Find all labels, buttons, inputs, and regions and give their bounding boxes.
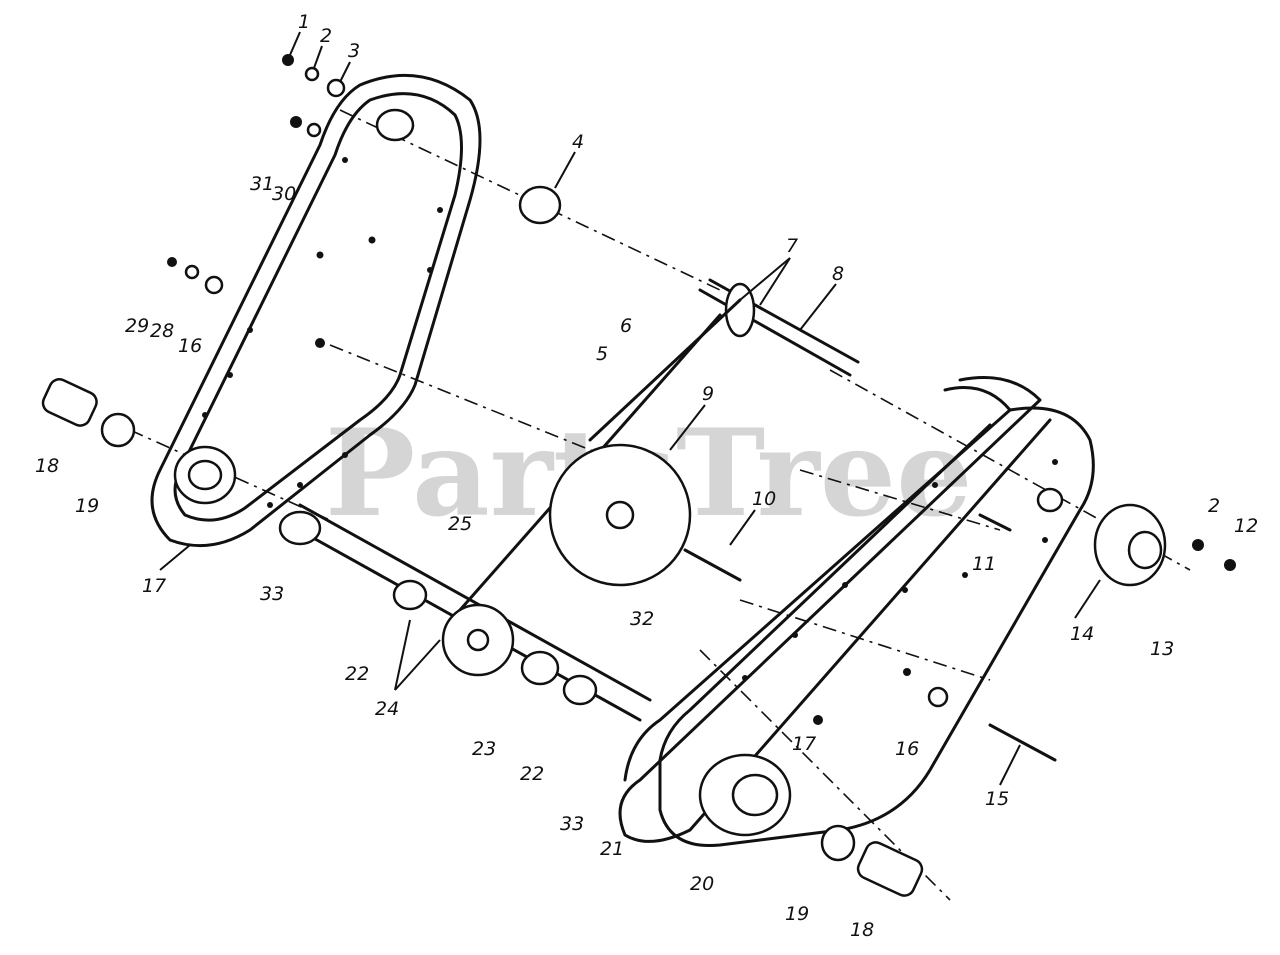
callout-16-right: 16 xyxy=(895,738,919,760)
callout-33-right: 33 xyxy=(560,813,584,835)
callout-18-right: 18 xyxy=(850,919,874,941)
callout-21: 21 xyxy=(600,838,624,860)
callout-2-right: 2 xyxy=(1208,495,1220,517)
callout-19-left: 19 xyxy=(75,495,99,517)
callout-15: 15 xyxy=(985,788,1009,810)
callout-14: 14 xyxy=(1070,623,1094,645)
large-sprocket xyxy=(548,443,692,587)
left-spacer-and-spring xyxy=(41,378,136,448)
callout-5: 5 xyxy=(596,343,608,365)
callout-8: 8 xyxy=(832,263,844,285)
callout-7: 7 xyxy=(786,235,798,257)
callout-9: 9 xyxy=(702,383,714,405)
callout-32: 32 xyxy=(630,608,654,630)
callout-10: 10 xyxy=(752,488,776,510)
callout-23: 23 xyxy=(472,738,496,760)
callout-17-right: 17 xyxy=(792,733,816,755)
callout-11: 11 xyxy=(972,553,996,575)
callout-17-left: 17 xyxy=(142,575,166,597)
callout-22-left: 22 xyxy=(345,663,369,685)
small-sprocket xyxy=(441,603,515,677)
callout-28: 28 xyxy=(150,320,174,342)
callout-20: 20 xyxy=(690,873,714,895)
left-chain-case xyxy=(150,73,482,548)
callout-31: 31 xyxy=(250,173,274,195)
callout-labels: 1 2 3 4 5 6 7 8 9 10 11 12 2 13 14 15 16… xyxy=(35,11,1258,941)
callout-22-right: 22 xyxy=(520,763,544,785)
callout-3: 3 xyxy=(348,40,360,62)
callout-2: 2 xyxy=(320,25,332,47)
leader-lines xyxy=(159,31,1101,786)
callout-33-left: 33 xyxy=(260,583,284,605)
callout-4: 4 xyxy=(572,131,584,153)
callout-25: 25 xyxy=(448,513,472,535)
right-chain-case xyxy=(618,376,1095,848)
callout-16-left: 16 xyxy=(178,335,202,357)
callout-13: 13 xyxy=(1150,638,1174,660)
callout-19-right: 19 xyxy=(785,903,809,925)
callout-24: 24 xyxy=(375,698,399,720)
right-spacer-and-spring xyxy=(820,824,924,897)
hardware xyxy=(167,54,1236,762)
callout-29: 29 xyxy=(125,315,149,337)
callout-1: 1 xyxy=(298,11,310,33)
callout-18-left: 18 xyxy=(35,455,59,477)
bearing-4 xyxy=(518,185,562,225)
callout-12: 12 xyxy=(1234,515,1258,537)
bearing-flange xyxy=(1093,503,1167,587)
upper-shaft xyxy=(698,278,860,377)
callout-6: 6 xyxy=(620,315,632,337)
callout-30: 30 xyxy=(272,183,296,205)
